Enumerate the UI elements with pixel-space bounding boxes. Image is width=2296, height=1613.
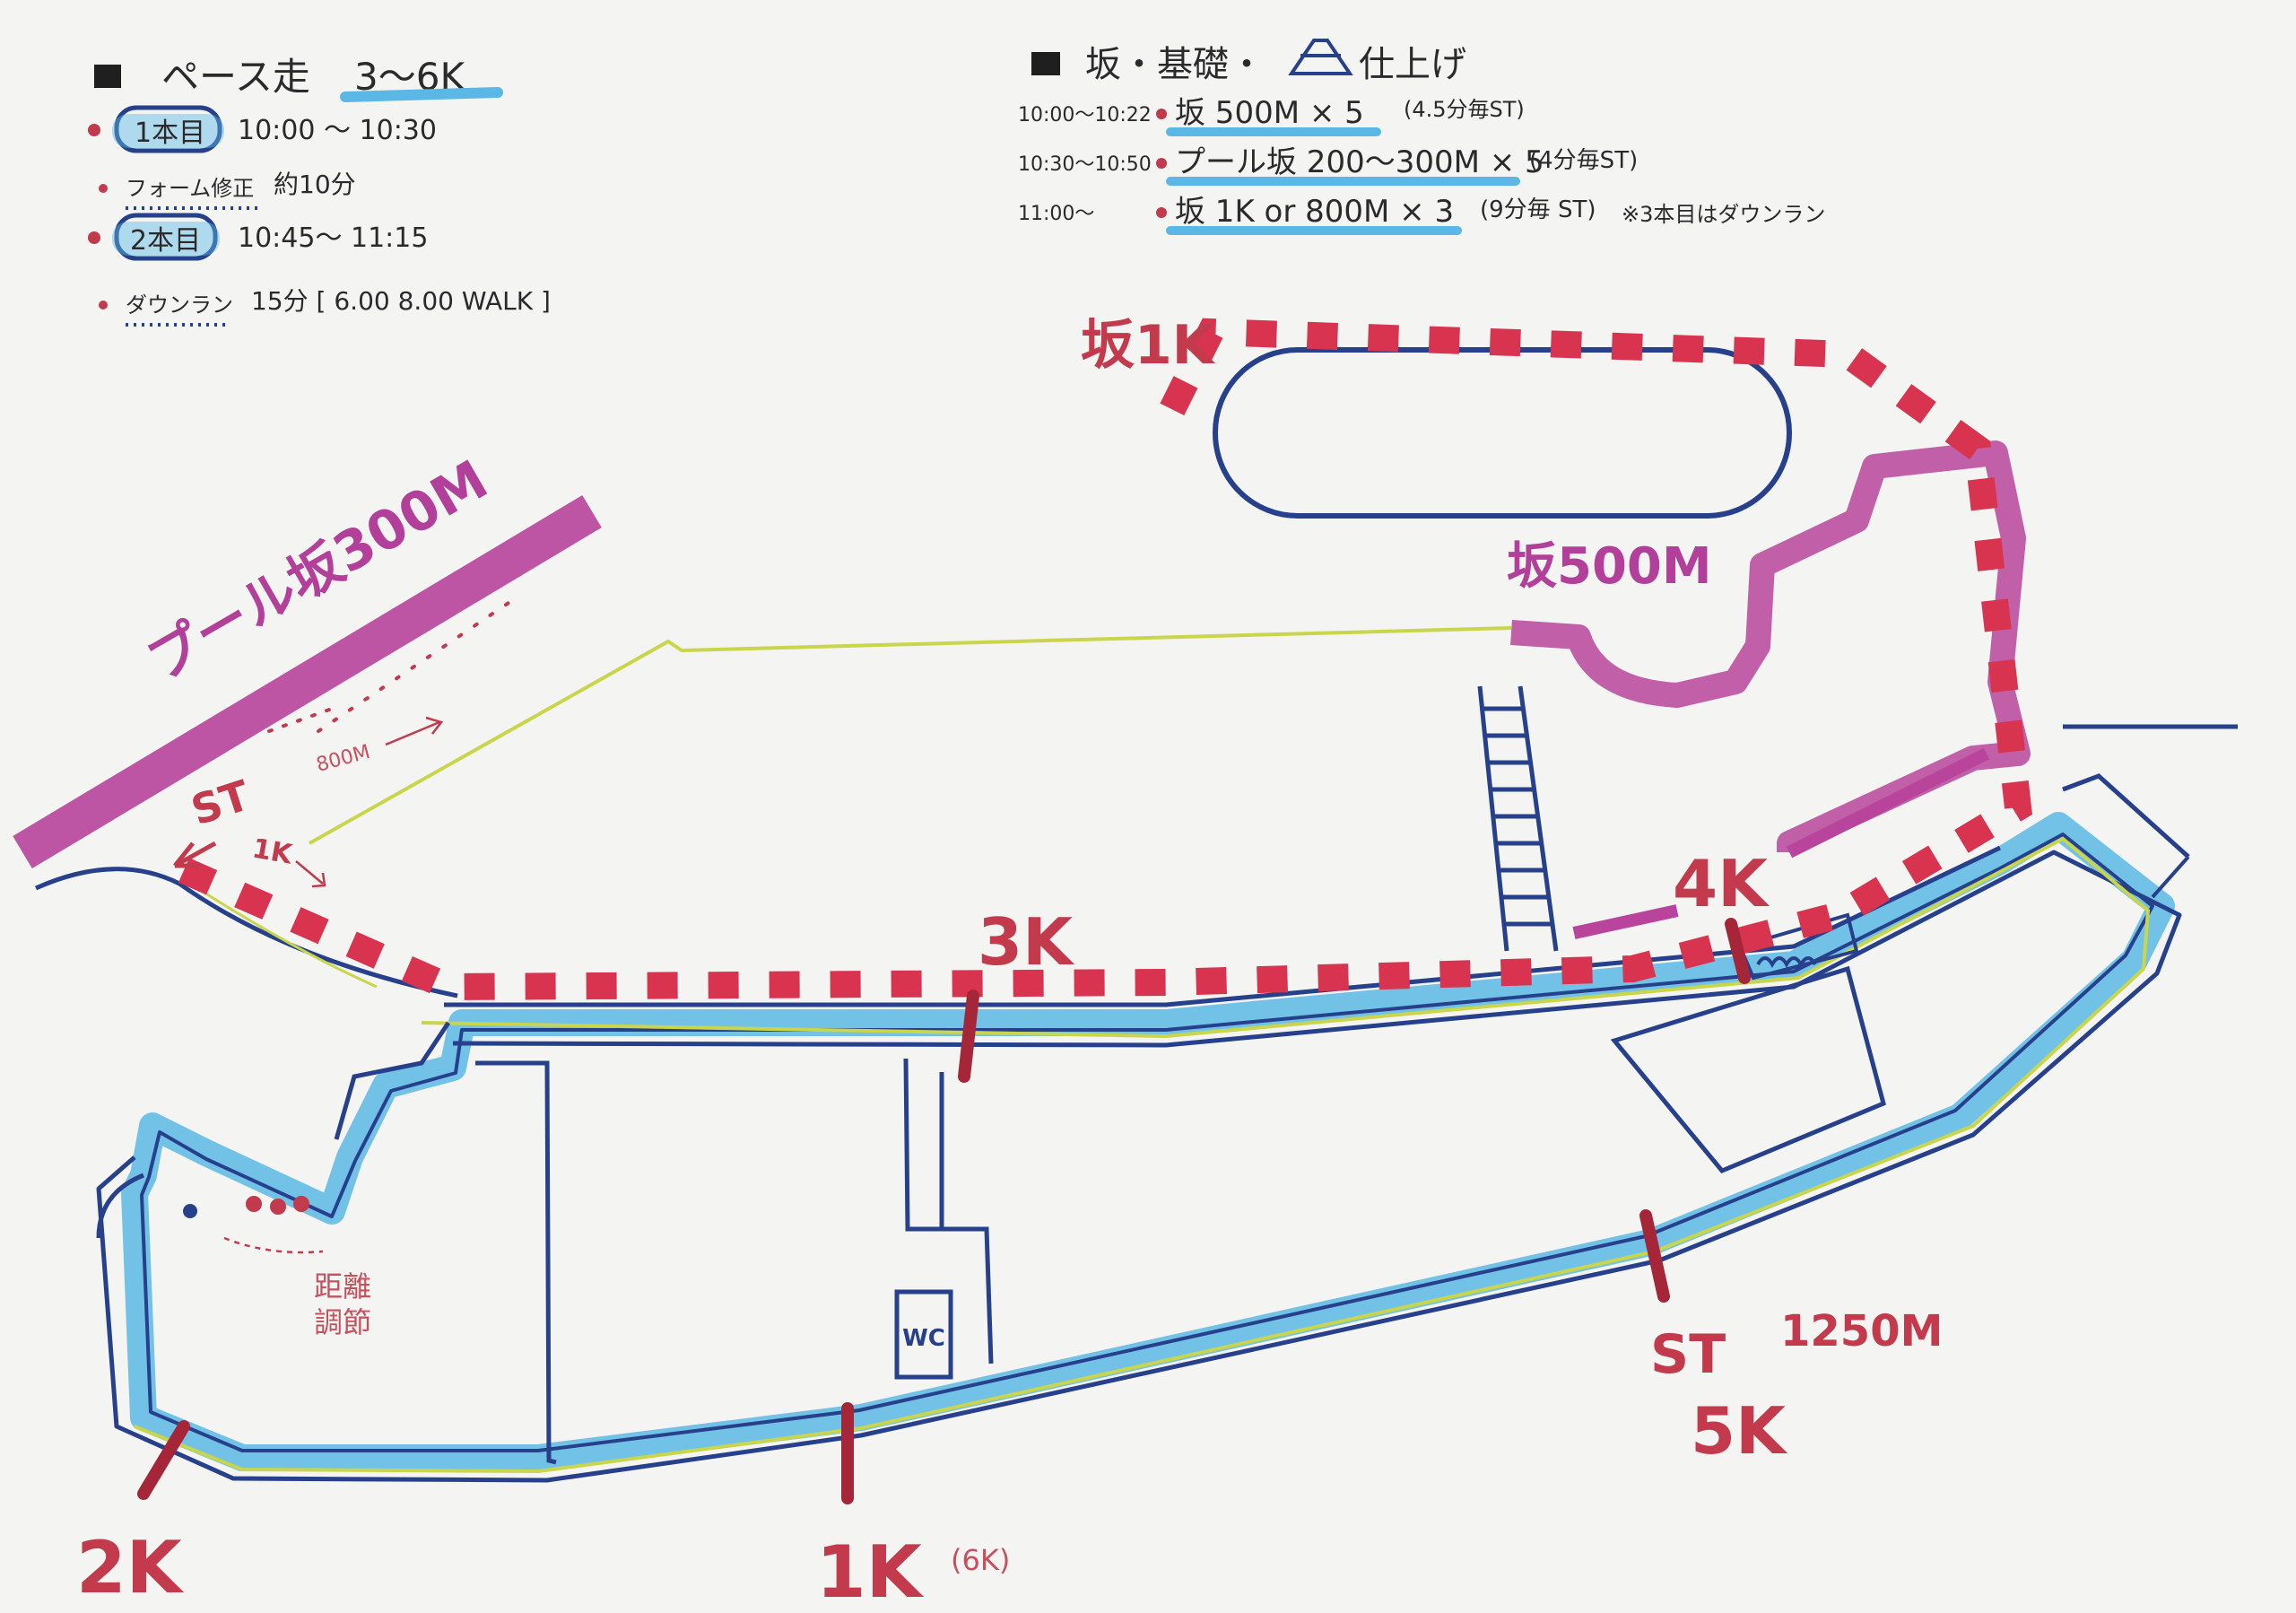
left-boundary: [34, 867, 458, 998]
legend-left-item4-label: ダウンラン: [126, 292, 233, 318]
legend-left-item4-value: 15分 [ 6.00 8.00 WALK ]: [251, 286, 551, 316]
marker-4k: 4K: [1673, 846, 1770, 921]
adjust-area: [96, 1021, 557, 1465]
stairs: [1477, 685, 1559, 952]
hill-1k-label: 坂1K: [1081, 314, 1216, 377]
legend-right-item1-label: 坂 500M × 5: [1175, 95, 1364, 131]
distance-ticks: [137, 918, 1751, 1504]
start-left-label: ST: [186, 771, 257, 834]
marker-5k: 5K: [1691, 1393, 1787, 1469]
dist-1k-arrow-label: 1K: [250, 833, 296, 870]
legend-left-item3-label: 2本目: [130, 225, 201, 257]
legend-left-title: ペース走: [161, 55, 310, 99]
item1-box-icon: [114, 105, 222, 153]
hill-1k: [178, 318, 2032, 1001]
arrow-800m-icon: [385, 716, 444, 746]
marker-2k: 2K: [76, 1526, 185, 1609]
path-800m: [309, 626, 1512, 845]
wc-label: WC: [902, 1325, 945, 1352]
legend-left-item2-value: 約10分: [274, 170, 356, 199]
bullet-square-icon: [94, 65, 121, 88]
legend-right-title-suffix: 仕上げ: [1359, 44, 1466, 85]
legend-left-item1-value: 10:00 〜 10:30: [238, 115, 437, 146]
legend-right-item3-label: 坂 1K or 800M × 3: [1175, 194, 1454, 230]
marker-3k: 3K: [978, 904, 1074, 980]
legend-left-item3-value: 10:45〜 11:15: [238, 222, 428, 254]
marker-1k: 1K: [816, 1530, 925, 1613]
dist-800m-label: 800M: [314, 741, 372, 777]
legend-right: 坂・基礎・ 仕上げ 10:00〜10:22 坂 500M × 5 (4.5分毎S…: [1018, 39, 1825, 235]
legend-left-item2-label: フォーム修正: [126, 176, 254, 201]
mount-fuji-icon: [1288, 39, 1353, 75]
start-right-label: ST: [1650, 1323, 1726, 1386]
legend-right-item1-note: (4.5分毎ST): [1404, 97, 1525, 122]
distance-adjust-label-2: 調節: [314, 1305, 371, 1339]
wc-building: WC: [894, 1058, 994, 1380]
arrow-1k-icon: [295, 860, 326, 888]
map-labels: 坂1K 坂500M ST 800M 1K 距離 調節 ST 1250M: [173, 314, 1943, 1386]
legend-right-item1-time: 10:00〜10:22: [1018, 104, 1152, 126]
arrow-start-icon: [173, 841, 217, 868]
legend-right-title: 坂・基礎・: [1085, 44, 1265, 85]
hill-500m-label: 坂500M: [1507, 537, 1712, 596]
legend-left-item1-label: 1本目: [135, 118, 205, 149]
legend-left: ペース走 3〜6K 1本目 10:00 〜 10:30 フォーム修正 約10分 …: [88, 55, 551, 327]
legend-right-item3-note: (9分毎 ST): [1480, 196, 1596, 223]
dist-1250m-label: 1250M: [1780, 1306, 1943, 1356]
legend-right-item2-time: 10:30〜10:50: [1018, 153, 1152, 176]
bullet-square-icon-right: [1031, 52, 1060, 75]
legend-right-item3-footnote: ※3本目はダウンラン: [1622, 202, 1825, 227]
legend-right-item2-note: (4分毎ST): [1529, 147, 1638, 174]
oval-track: [1213, 347, 1792, 519]
legend-right-item3-time: 11:00〜: [1018, 203, 1094, 225]
pool-hill: プール坂300M: [13, 449, 602, 869]
course-loop: [96, 812, 2182, 1483]
marker-1k-note: (6K): [951, 1543, 1010, 1577]
hill-500m: [1510, 440, 2031, 856]
distance-adjust-label-1: 距離: [314, 1269, 371, 1303]
legend-right-item2-label: プール坂 200〜300M × 5: [1175, 144, 1544, 180]
item3-box-icon: [114, 213, 218, 261]
km-markers: 1K (6K) 2K 3K 4K 5K: [76, 846, 1787, 1613]
